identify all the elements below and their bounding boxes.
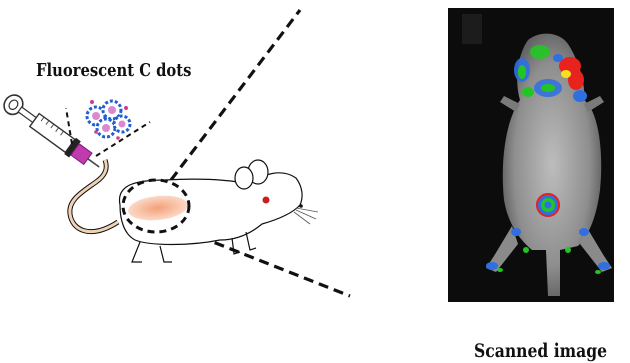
mouse-ear-front [235, 167, 253, 189]
projection-line-top [171, 10, 300, 180]
mouse-eye [263, 197, 270, 204]
mouse-tail-fill [70, 160, 118, 232]
syringe-barrel [30, 114, 75, 153]
syringe-plunger [18, 107, 36, 122]
scanned-image-panel [448, 8, 614, 302]
scan-signal-hotspot [536, 193, 560, 217]
mouse-nose [299, 204, 303, 208]
c-dots-cluster-icon [87, 100, 130, 140]
mouse-whiskers [294, 208, 318, 224]
syringe-icon [0, 91, 105, 175]
scanned-image-label: Scanned image [474, 340, 607, 362]
syringe-needle [88, 159, 99, 167]
mouse-illustration [70, 160, 318, 262]
c-dots-label: Fluorescent C dots [36, 60, 191, 81]
projection-lines [170, 10, 350, 296]
